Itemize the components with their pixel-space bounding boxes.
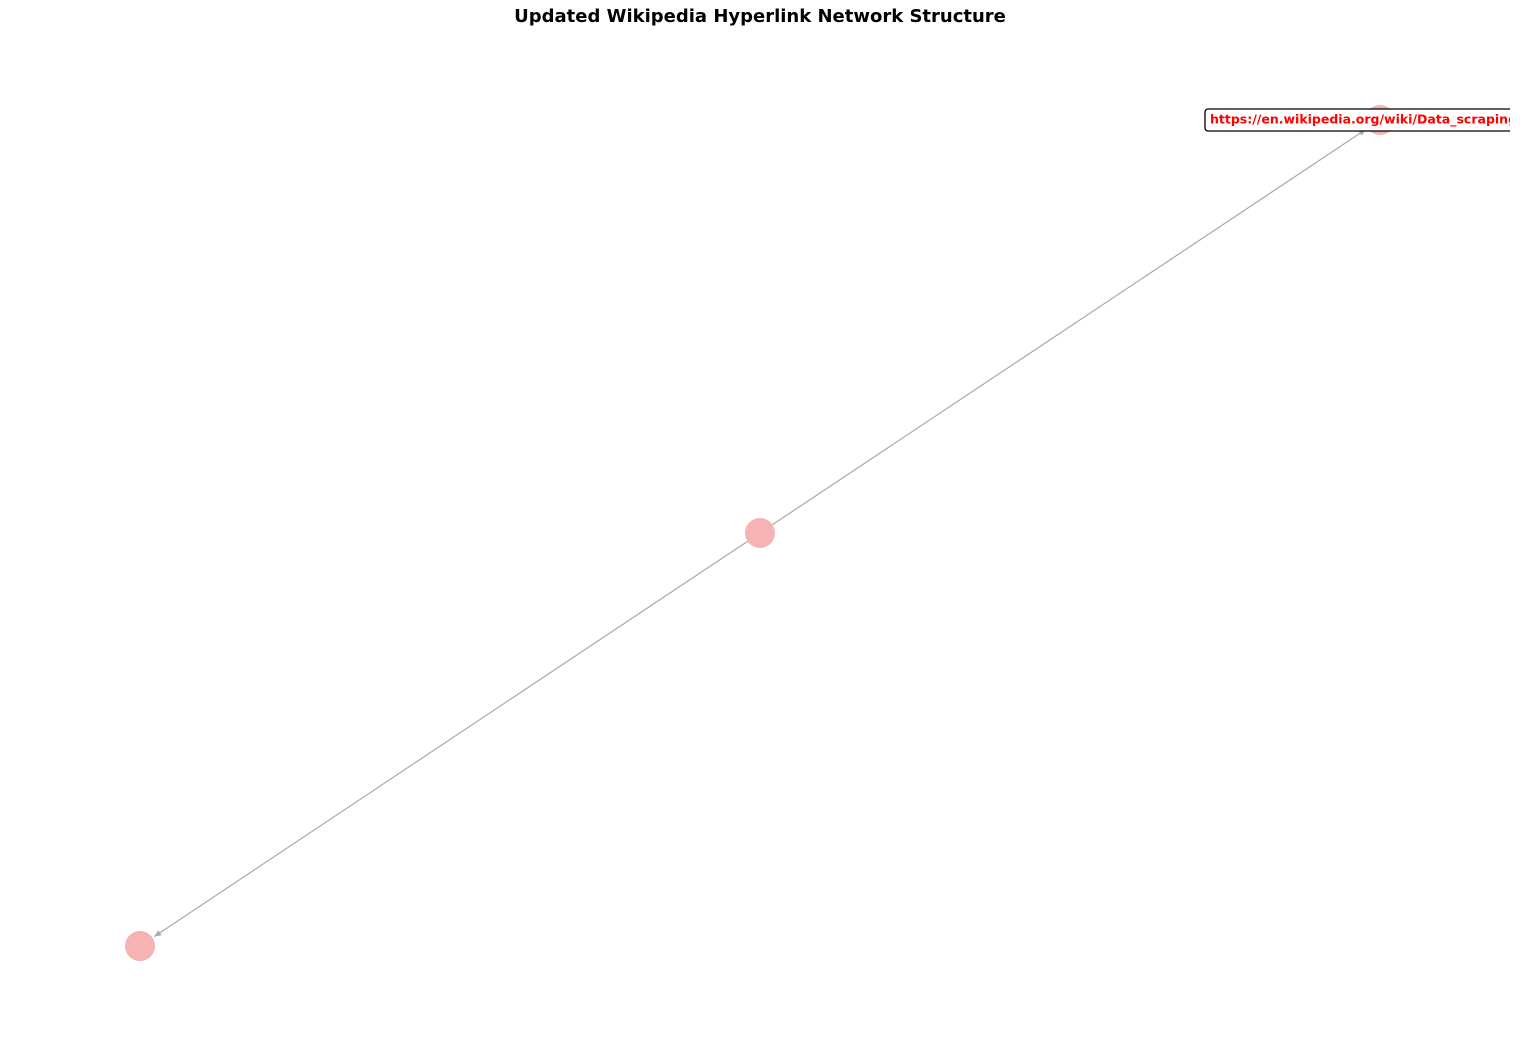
label-text: https://en.wikipedia.org/wiki/Data_scrap…: [1210, 112, 1517, 128]
node-bottom-left: [125, 931, 155, 961]
edge-center-to-bottom-left: [153, 540, 748, 938]
edge-center-to-top-right: [772, 128, 1367, 526]
label-box: [1204, 108, 1510, 132]
nodes-layer: [125, 105, 1395, 961]
chart-title: Updated Wikipedia Hyperlink Network Stru…: [514, 6, 1006, 27]
node-center: [745, 518, 775, 548]
edge-arrowhead: [154, 930, 162, 937]
node-label-top-right: https://en.wikipedia.org/wiki/Data_scrap…: [1204, 108, 1517, 132]
labels-layer: https://en.wikipedia.org/wiki/Data_scrap…: [1204, 108, 1517, 132]
